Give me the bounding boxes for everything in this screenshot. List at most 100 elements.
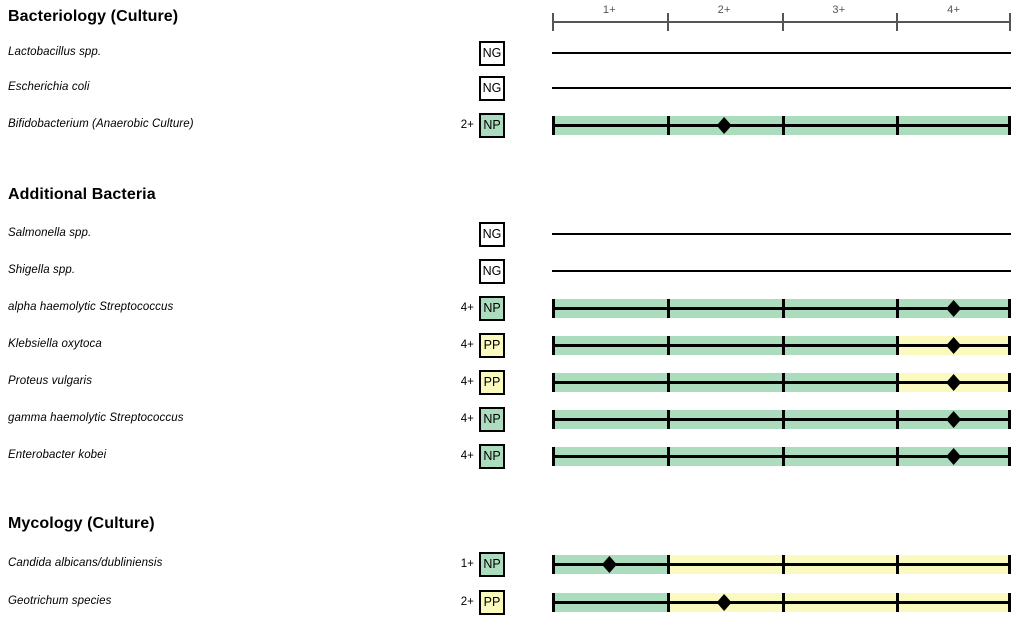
scale-tick [552,13,554,31]
bar-endcap [552,555,555,574]
analyte-row: Enterobacter kobei 4+ NP [0,443,1024,471]
no-growth-line [552,270,1011,272]
analyte-name: Klebsiella oxytoca [8,338,102,350]
bar-segment-divider [666,447,670,466]
result-marker [946,300,962,317]
bar-endcap [552,410,555,429]
result-scale-bar [552,75,1011,103]
bar-segment-divider [896,447,900,466]
status-badge: NP [479,296,505,321]
scale-tick [666,13,669,31]
bar-endcap [1008,447,1011,466]
no-growth-line [552,87,1011,89]
bar-segment-divider [781,593,785,612]
result-marker [946,337,962,354]
analyte-value: 4+ [460,302,474,314]
analyte-name: Escherichia coli [8,81,90,93]
bar-endcap [1008,410,1011,429]
bar-segment-divider [896,593,900,612]
analyte-value: 1+ [460,558,474,570]
bar-segment-divider [666,336,670,355]
status-badge: NP [479,407,505,432]
analyte-name: Candida albicans/dubliniensis [8,557,163,569]
result-scale-bar [552,406,1011,434]
analyte-row: Bifidobacterium (Anaerobic Culture) 2+ NP [0,112,1024,140]
result-scale-bar [552,221,1011,249]
status-badge: NP [479,552,505,577]
result-scale-bar [552,551,1011,579]
analyte-name: Bifidobacterium (Anaerobic Culture) [8,118,194,130]
analyte-row: Salmonella spp. NG [0,221,1024,249]
bar-segment-divider [781,116,785,135]
result-marker [946,448,962,465]
result-scale-bar [552,112,1011,140]
bar-endcap [552,336,555,355]
bar-segment-divider [896,336,900,355]
analyte-name: Geotrichum species [8,595,112,607]
scale-label-3plus: 3+ [832,4,846,16]
scale-tick [1009,13,1011,31]
scale-label-4plus: 4+ [947,4,961,16]
section-heading: Additional Bacteria [8,186,156,203]
analyte-row: alpha haemolytic Streptococcus 4+ NP [0,295,1024,323]
bar-segment-divider [781,447,785,466]
bar-segment-divider [666,373,670,392]
bar-segment-divider [896,555,900,574]
scale-header: 1+2+3+4+ [552,4,1011,31]
analyte-name: Enterobacter kobei [8,449,107,461]
analyte-row: Shigella spp. NG [0,258,1024,286]
bar-segment-divider [666,410,670,429]
bar-endcap [1008,336,1011,355]
analyte-row: Lactobacillus spp.NG [0,40,1024,68]
bar-endcap [1008,373,1011,392]
scale-tick [896,13,899,31]
status-badge: NG [479,41,505,66]
analyte-name: Shigella spp. [8,264,76,276]
analyte-name: Proteus vulgaris [8,375,93,387]
result-scale-bar [552,443,1011,471]
bar-segment-divider [781,410,785,429]
analyte-value: 4+ [460,376,474,388]
result-scale-bar [552,332,1011,360]
status-badge: NP [479,113,505,138]
scale-label-1plus: 1+ [602,4,616,16]
bar-endcap [1008,593,1011,612]
result-scale-bar [552,369,1011,397]
bar-segment-divider [666,593,670,612]
bar-endcap [1008,555,1011,574]
analyte-name: alpha haemolytic Streptococcus [8,301,174,313]
bar-segment-divider [666,299,670,318]
bar-endcap [552,373,555,392]
bar-segment-divider [896,116,900,135]
bar-segment-divider [781,555,785,574]
bar-segment-divider [781,373,785,392]
analyte-value: 2+ [460,119,474,131]
no-growth-line [552,52,1011,54]
analyte-value: 2+ [460,596,474,608]
bar-endcap [552,593,555,612]
status-badge: NG [479,222,505,247]
analyte-row: Candida albicans/dubliniensis 1+ NP [0,551,1024,579]
result-marker [946,411,962,428]
status-badge: NP [479,444,505,469]
section-heading: Mycology (Culture) [8,515,155,532]
bar-segment-divider [781,299,785,318]
bar-segment-divider [666,116,670,135]
bar-endcap [1008,116,1011,135]
bar-segment-divider [896,373,900,392]
no-growth-line [552,233,1011,235]
result-scale-bar [552,589,1011,617]
analyte-name: Salmonella spp. [8,227,92,239]
bar-endcap [552,116,555,135]
result-marker [601,556,617,573]
status-badge: NG [479,259,505,284]
bar-endcap [552,299,555,318]
analyte-value: 4+ [460,450,474,462]
bar-segment-divider [781,336,785,355]
bar-segment-divider [896,299,900,318]
